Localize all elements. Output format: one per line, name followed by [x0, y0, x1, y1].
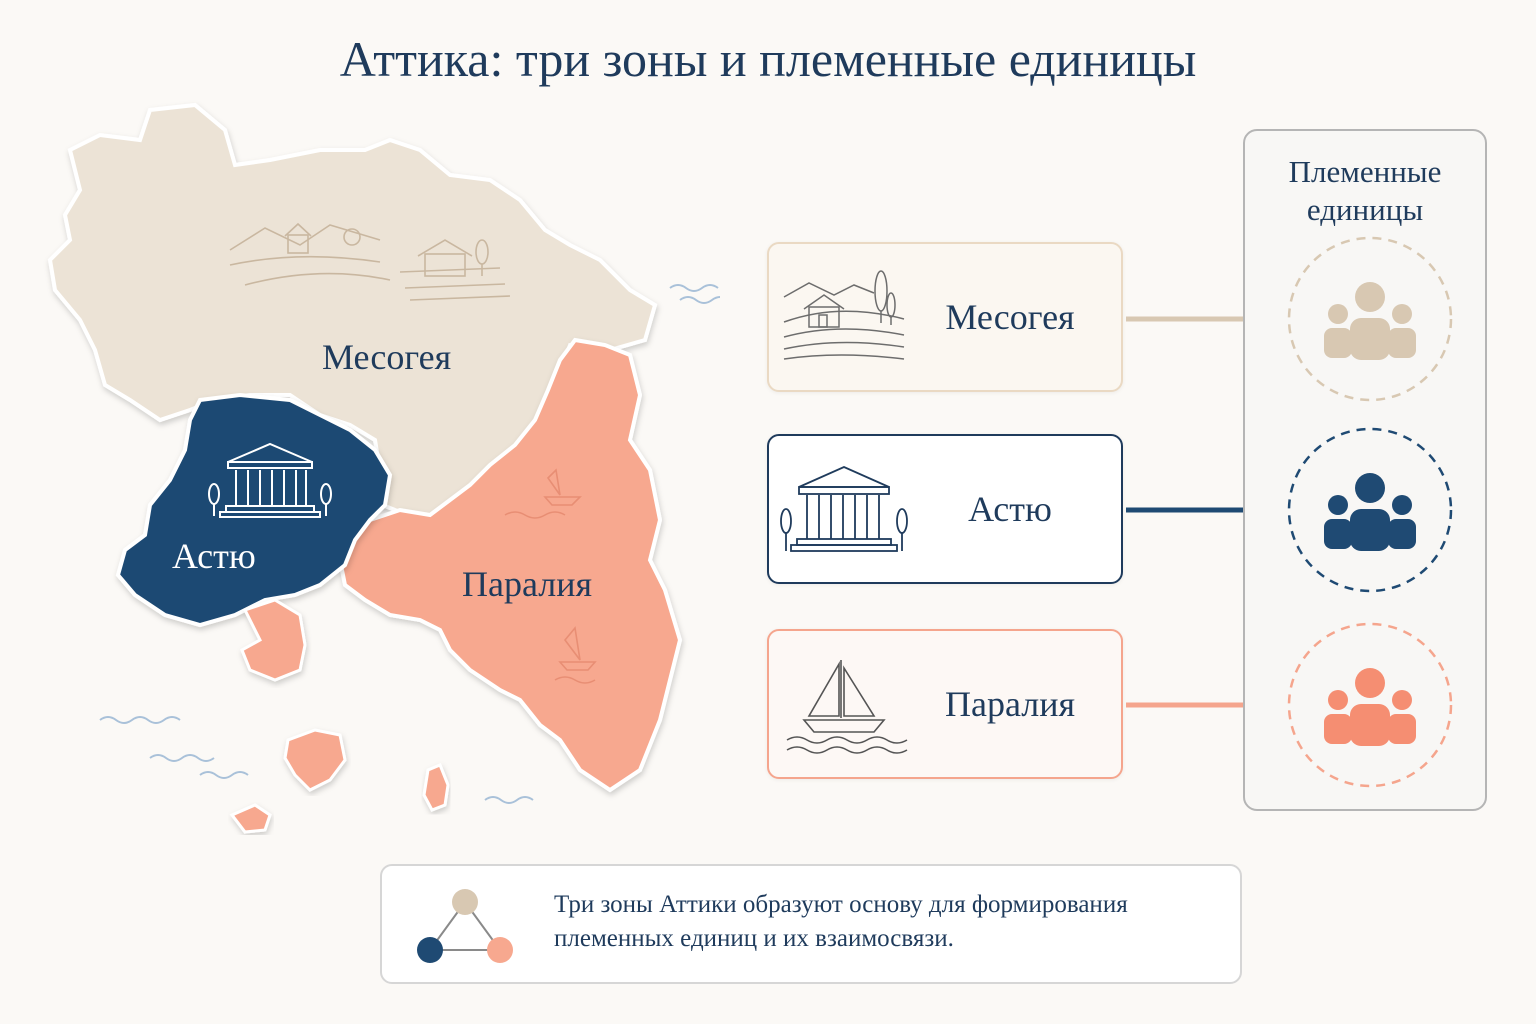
map-label-asty: Астю — [172, 536, 256, 576]
attica-map — [47, 102, 720, 834]
tribal-units-title: Племенные единицы — [1245, 153, 1485, 229]
sailboat-icon — [769, 631, 919, 777]
island — [229, 803, 272, 834]
tribal-title-line1: Племенные — [1288, 154, 1442, 189]
map-label-mesogeia: Месогея — [322, 337, 452, 377]
island — [283, 728, 347, 792]
map-label-paralia: Паралия — [462, 564, 593, 604]
summary-line1: Три зоны Аттики образуют основу для форм… — [554, 891, 1128, 918]
summary-box: Три зоны Аттики образуют основу для форм… — [380, 864, 1242, 984]
island — [422, 763, 450, 812]
tribal-title-line2: единицы — [1306, 192, 1424, 227]
asty-region — [115, 392, 393, 628]
farm-sketch-icon — [229, 222, 511, 301]
temple-icon — [769, 436, 919, 582]
temple-sketch-icon — [208, 442, 332, 518]
zone-label-asty: Астю — [968, 489, 1052, 529]
page-title: Аттика: три зоны и племенные единицы — [339, 31, 1197, 87]
summary-line2: племенных единиц и их взаимосвязи. — [554, 925, 954, 952]
paralia-region — [337, 337, 683, 793]
tribal-group-asty-icon — [1287, 427, 1453, 593]
zone-label-mesogeia: Месогея — [945, 297, 1075, 337]
tribal-units-panel: Племенные единицы — [1243, 129, 1487, 811]
landscape-farm-icon — [769, 244, 919, 390]
triangle-network-icon — [417, 889, 513, 963]
zone-label-paralia: Паралия — [944, 684, 1076, 724]
zone-card-mesogeia: Месогея — [767, 242, 1123, 392]
zone-card-asty: Астю — [767, 434, 1123, 584]
island — [240, 598, 307, 682]
sea-waves — [99, 284, 720, 804]
sailboat-sketch-icon — [504, 468, 597, 684]
tribal-group-mesogeia-icon — [1287, 236, 1453, 402]
summary-text: Три зоны Аттики образуют основу для форм… — [554, 888, 1234, 956]
tribal-group-paralia-icon — [1287, 622, 1453, 788]
zone-card-paralia: Паралия — [767, 629, 1123, 779]
